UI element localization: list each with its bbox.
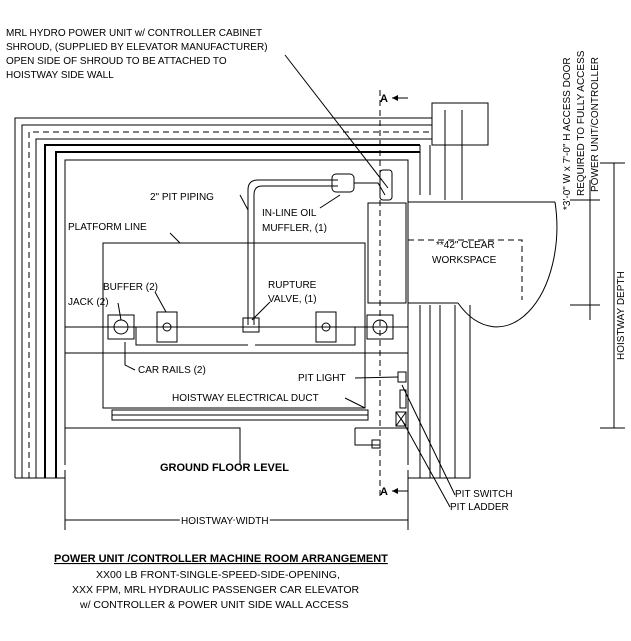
pit-fixtures — [395, 371, 407, 427]
section-mark-bottom: A — [380, 486, 408, 498]
sill-and-duct — [65, 409, 408, 465]
rupture-valve-label-line-2: VALVE, (1) — [268, 294, 317, 305]
access-door-note-line-3: POWER UNIT/CONTROLLER — [590, 57, 601, 192]
title-line-3: w/ CONTROLLER & POWER UNIT SIDE WALL ACC… — [79, 599, 349, 611]
electrical-duct-label: HOISTWAY ELECTRICAL DUCT — [172, 393, 319, 404]
hydro-unit-note: MRL HYDRO POWER UNIT w/ CONTROLLER CABIN… — [6, 28, 268, 81]
section-mark-label-top: A — [380, 93, 388, 105]
pit-piping-label: 2" PIT PIPING — [150, 192, 214, 203]
oil-muffler-label-line-2: MUFFLER, (1) — [262, 223, 327, 234]
hoistway-depth-dimension — [600, 162, 625, 429]
power-unit-box — [431, 102, 489, 146]
title-heading: POWER UNIT /CONTROLLER MACHINE ROOM ARRA… — [54, 553, 388, 565]
title-line-1: XX00 LB FRONT-SINGLE-SPEED-SIDE-OPENING, — [96, 569, 340, 581]
section-mark-top: A — [380, 93, 408, 105]
platform-line-rect — [102, 242, 366, 409]
hoistway-width-dimension — [64, 470, 409, 530]
pit-ladder-label: PIT LADDER — [450, 502, 509, 513]
oil-muffler-label-line-1: IN-LINE OIL — [262, 208, 317, 219]
ground-floor-label: GROUND FLOOR LEVEL — [160, 462, 289, 474]
hydro-unit-note-line-1: MRL HYDRO POWER UNIT w/ CONTROLLER CABIN… — [6, 28, 262, 39]
section-mark-label-bottom: A — [380, 486, 388, 498]
hydro-unit-note-line-4: HOISTWAY SIDE WALL — [6, 70, 114, 81]
jack-label: JACK (2) — [68, 297, 109, 308]
title-line-2: XXX FPM, MRL HYDRAULIC PASSENGER CAR ELE… — [72, 584, 359, 596]
leader-lines — [117, 54, 456, 508]
hydro-unit-note-line-2: SHROUD, (SUPPLIED BY ELEVATOR MANUFACTUR… — [6, 42, 268, 53]
hydro-unit-note-line-3: OPEN SIDE OF SHROUD TO BE ATTACHED TO — [6, 56, 227, 67]
pit-switch-label: PIT SWITCH — [455, 489, 513, 500]
access-door-note: *3'-0" W x 7'-0" H ACCESS DOOR REQUIRED … — [562, 50, 601, 210]
hoistway-width-label: HOISTWAY WIDTH — [181, 516, 269, 527]
car-rails-label: CAR RAILS (2) — [138, 365, 206, 376]
buffers-and-jacks — [107, 311, 394, 343]
rupture-valve-label-line-1: RUPTURE — [268, 280, 317, 291]
hoistway-walls — [14, 110, 471, 479]
clear-workspace-label-line-1: **42" CLEAR — [436, 240, 495, 251]
buffer-label: BUFFER (2) — [103, 282, 158, 293]
access-door-note-line-1: *3'-0" W x 7'-0" H ACCESS DOOR — [562, 57, 573, 210]
title-block: POWER UNIT /CONTROLLER MACHINE ROOM ARRA… — [54, 553, 388, 611]
access-door-swing — [408, 180, 600, 328]
controller-cabinet-shroud — [367, 202, 407, 304]
platform-line-label: PLATFORM LINE — [68, 222, 147, 233]
access-door-note-line-2: REQUIRED TO FULLY ACCESS — [576, 50, 587, 196]
pit-piping — [135, 169, 393, 346]
clear-workspace-label-line-2: WORKSPACE — [432, 255, 497, 266]
pit-light-label: PIT LIGHT — [298, 373, 346, 384]
hoistway-depth-label: HOISTWAY DEPTH — [616, 271, 627, 360]
